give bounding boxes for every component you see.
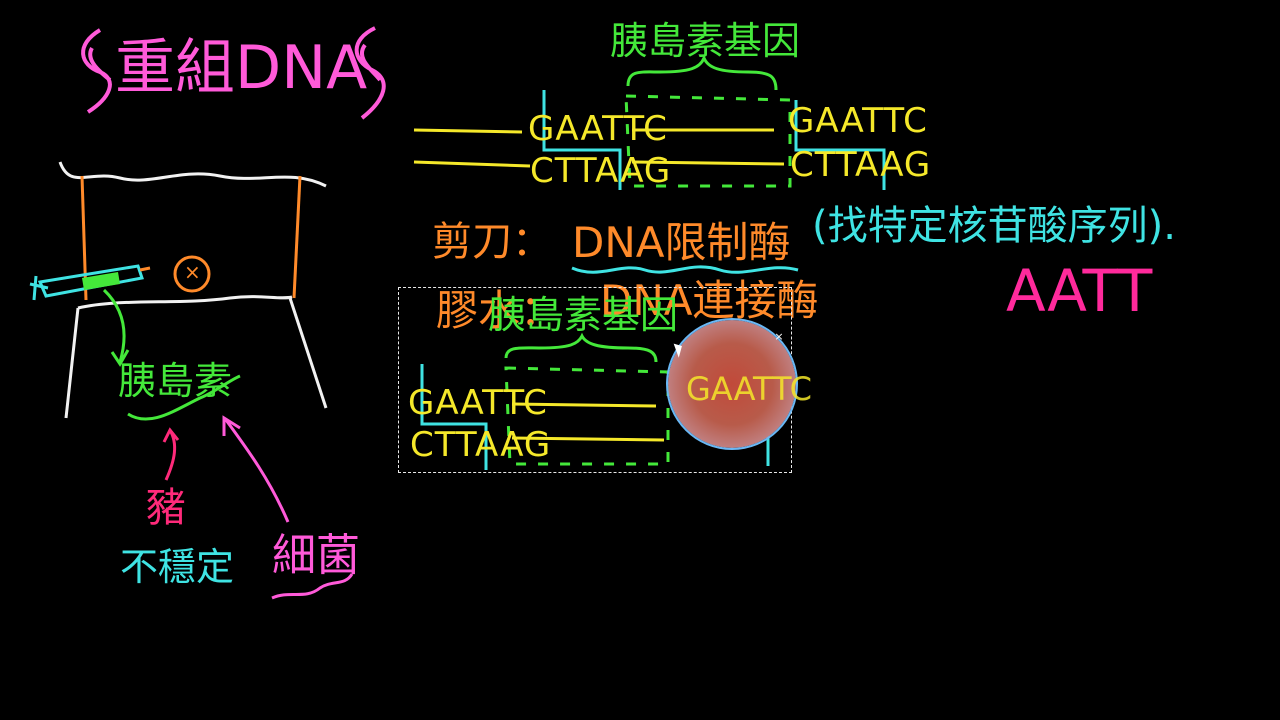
copy-line-bottom <box>511 436 665 442</box>
copy-bottom-strand[interactable]: CTTAAG <box>410 425 552 465</box>
cell-right-wall <box>288 297 328 409</box>
copy-gene-brace <box>504 332 658 363</box>
gene-brace <box>626 53 778 91</box>
vessel-right-side <box>292 175 302 299</box>
magnifier-lens[interactable]: GAATTC × <box>668 320 812 448</box>
gene-label: 胰島素基因 <box>610 19 801 63</box>
syringe-body <box>37 264 144 298</box>
right-top-strand: GAATTC <box>788 101 928 141</box>
bacteria-underline <box>271 573 354 600</box>
enzyme-underline <box>571 265 799 274</box>
circle-mark <box>173 255 211 293</box>
copy-line-top <box>511 402 657 408</box>
left-top-strand: GAATTC <box>528 109 668 149</box>
enzyme-note: (找特定核苷酸序列). <box>812 203 1176 249</box>
dna-line-left-bottom <box>413 160 531 168</box>
insulin-label: 胰島素 <box>118 359 233 403</box>
dna-line-left-top <box>413 128 523 134</box>
copy-cut-left <box>420 364 488 470</box>
arrow-to-insulin <box>102 288 130 367</box>
circle-mark-glyph: × <box>184 260 201 284</box>
scissors-label: 剪刀： <box>432 219 552 265</box>
copy-gene-region <box>504 366 670 466</box>
gene-region <box>624 94 792 188</box>
bacteria-label: 細菌 <box>272 530 360 581</box>
pig-label: 豬 <box>146 485 186 531</box>
magnifier-close-icon[interactable]: × <box>774 330 784 343</box>
arrow-from-pig <box>162 427 180 481</box>
page-title: 重組DNA <box>115 33 368 103</box>
copy-top-strand[interactable]: GAATTC <box>408 383 548 423</box>
syringe-fluid <box>82 272 120 290</box>
syringe-plunger <box>29 275 49 301</box>
unstable-label: 不穩定 <box>120 545 235 589</box>
cell-left-wall <box>64 307 80 419</box>
left-bottom-strand: CTTAAG <box>530 151 672 191</box>
insulin-underline <box>127 374 241 421</box>
ligase-label: DNA連接酶 <box>600 276 819 325</box>
magnifier-preview-text: GAATTC <box>686 370 812 408</box>
cut-mark-left <box>542 90 622 190</box>
glue-label: 膠水： <box>436 286 563 335</box>
right-bottom-strand: CTTAAG <box>790 145 932 185</box>
dna-line-mid-bottom <box>631 160 785 166</box>
syringe-needle <box>139 266 151 272</box>
section-mark-left <box>81 28 112 114</box>
section-mark-right <box>354 26 386 120</box>
restriction-enzyme-label: DNA限制酶 <box>572 218 791 267</box>
cut-mark-right <box>794 100 886 190</box>
aatt-label: AATT <box>1006 257 1153 325</box>
cell-top-edge <box>58 161 327 188</box>
arrow-from-bacteria <box>222 415 290 523</box>
cell-bottom-edge <box>77 295 293 310</box>
copy-gene-label[interactable]: 胰島素基因 <box>488 293 679 337</box>
